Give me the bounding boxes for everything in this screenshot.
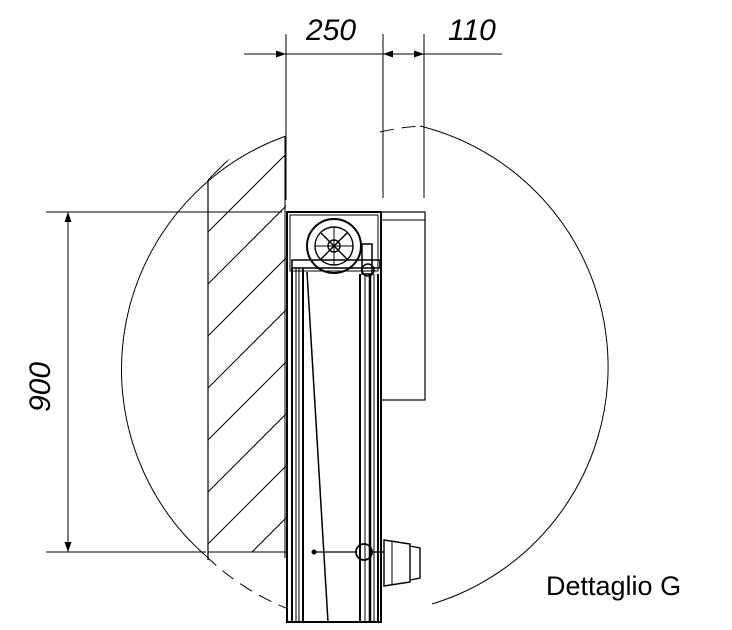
horizontal-dimensions: 250 110 xyxy=(244,14,502,200)
roller-casing xyxy=(286,211,426,623)
dimension-label-250: 250 xyxy=(305,14,356,47)
wall-hatching xyxy=(208,130,286,552)
vertical-dimension: 900 xyxy=(24,211,282,553)
dimension-label-110: 110 xyxy=(448,14,496,47)
roller-drum xyxy=(306,218,362,274)
strap-handle xyxy=(311,539,421,587)
roller-bracket xyxy=(291,243,381,277)
dimension-label-900: 900 xyxy=(24,362,57,412)
detail-circle xyxy=(121,125,609,609)
guide-rails xyxy=(291,268,379,623)
detail-caption: Dettaglio G xyxy=(546,571,682,601)
wall-section xyxy=(207,130,286,560)
